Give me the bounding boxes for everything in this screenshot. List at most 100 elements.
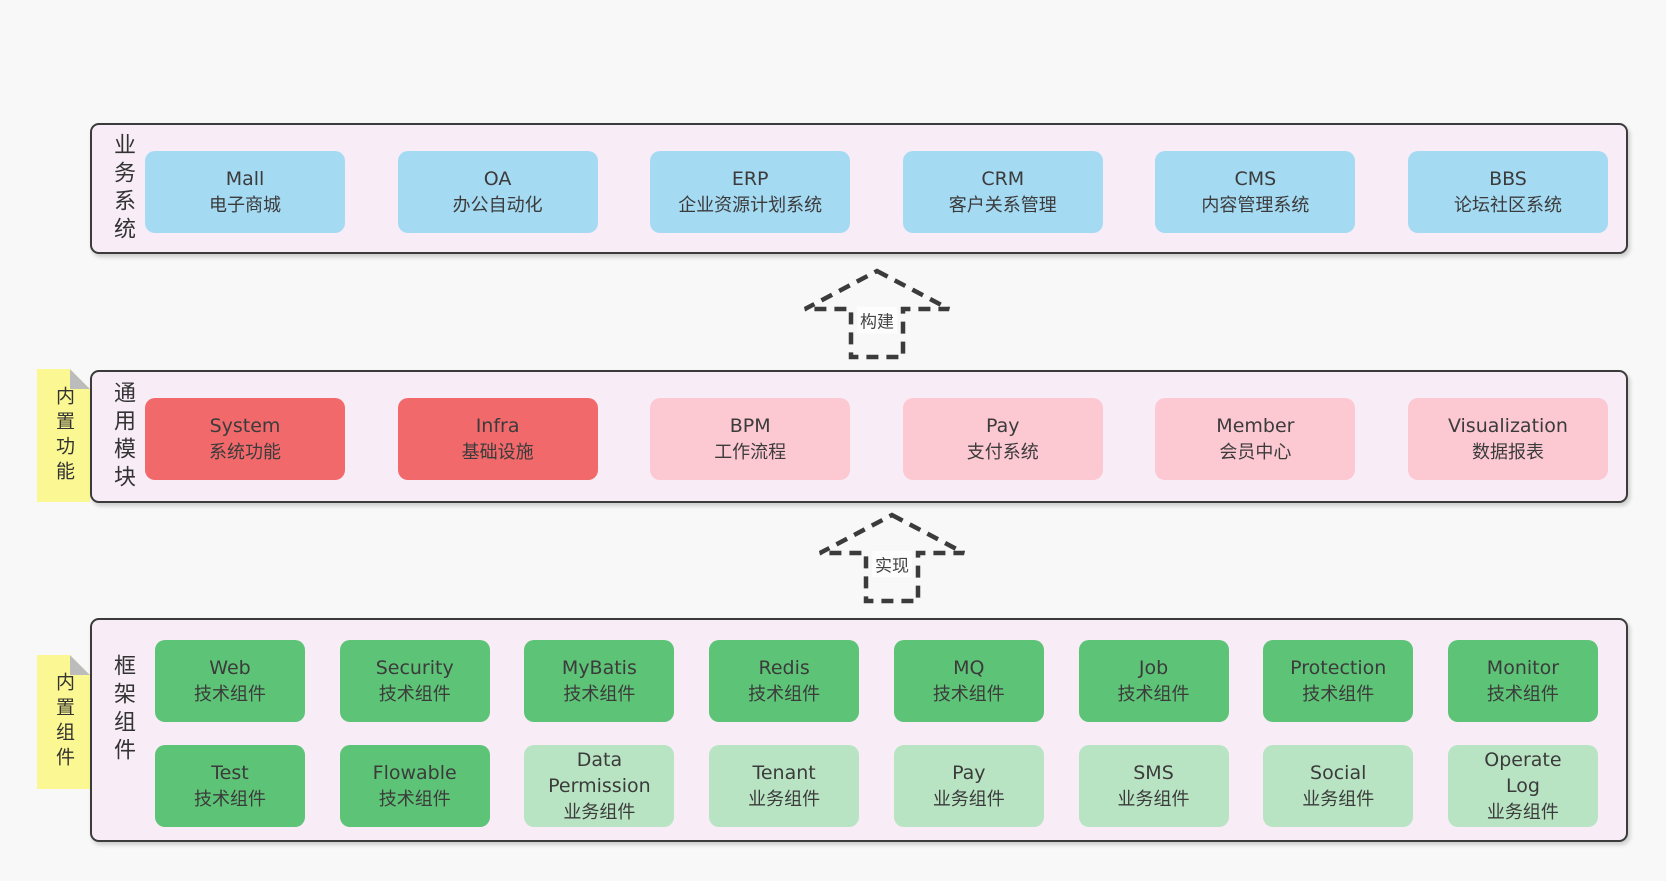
- sticky-fold-corner: [70, 369, 90, 389]
- business-panel-label: 业务系统: [105, 125, 139, 252]
- node-title: Monitor: [1486, 657, 1560, 680]
- diagram-node-oa: OA 办公自动化: [397, 151, 598, 233]
- dashed-up-arrow-icon: [818, 512, 966, 604]
- node-title: Social: [1310, 762, 1367, 785]
- diagram-node-system: System 系统功能: [145, 398, 345, 480]
- node-title: Visualization: [1447, 415, 1568, 438]
- node-subtitle: 基础设施: [461, 441, 534, 463]
- node-subtitle: 客户关系管理: [948, 194, 1057, 216]
- node-title: Redis: [758, 657, 810, 680]
- node-title: Mall: [225, 168, 265, 191]
- diagram-node-protection: Protection 技术组件: [1263, 640, 1414, 722]
- business-panel-label-text: 业务系统: [110, 132, 135, 245]
- dashed-up-arrow-icon: [803, 268, 951, 360]
- sticky-fold-corner: [70, 655, 90, 675]
- diagram-node-erp: ERP 企业资源计划系统: [650, 151, 851, 233]
- diagram-node-pay-component: Pay 业务组件: [893, 745, 1044, 827]
- node-subtitle: 技术组件: [194, 788, 266, 810]
- node-title: Pay: [952, 762, 986, 785]
- node-subtitle: 支付系统: [966, 441, 1039, 463]
- node-subtitle: 业务组件: [1117, 788, 1190, 810]
- diagram-node-social: Social 业务组件: [1263, 745, 1414, 827]
- framework-panel-label-text: 框架组件: [110, 654, 135, 766]
- node-title: CRM: [981, 168, 1025, 191]
- diagram-node-flowable: Flowable 技术组件: [339, 745, 490, 827]
- node-subtitle: 业务组件: [1302, 788, 1375, 810]
- node-subtitle: 业务组件: [1486, 802, 1559, 823]
- node-title: Flowable: [372, 762, 457, 785]
- business-systems-panel: 业务系统 Mall 电子商城 OA 办公自动化 ERP 企业资源计划系统 CRM…: [90, 123, 1628, 254]
- node-title: OA: [483, 168, 512, 191]
- node-subtitle: 技术组件: [563, 683, 636, 705]
- node-subtitle: 企业资源计划系统: [678, 194, 823, 216]
- diagram-node-mall: Mall 电子商城: [145, 151, 345, 233]
- node-title: Job: [1138, 657, 1169, 680]
- diagram-node-security: Security 技术组件: [339, 640, 490, 722]
- node-title: Data Permission: [548, 748, 651, 798]
- modules-panel-label: 通用模块: [105, 372, 139, 501]
- framework-box-row-2: Test 技术组件 Flowable 技术组件 Data Permission …: [155, 745, 1598, 827]
- diagram-node-bpm: BPM 工作流程: [650, 398, 851, 480]
- node-subtitle: 技术组件: [1302, 683, 1375, 705]
- node-title: Security: [375, 657, 454, 680]
- framework-box-row-1: Web 技术组件 Security 技术组件 MyBatis 技术组件 Redi…: [155, 640, 1598, 722]
- node-subtitle: 会员中心: [1219, 441, 1292, 463]
- node-subtitle: 业务组件: [748, 788, 821, 810]
- modules-box-row: System 系统功能 Infra 基础设施 BPM 工作流程 Pay 支付系统…: [145, 398, 1608, 480]
- build-arrow-label: 构建: [857, 306, 897, 334]
- node-title: Protection: [1290, 657, 1387, 680]
- node-title: CMS: [1234, 168, 1277, 191]
- diagram-node-pay-system: Pay 支付系统: [902, 398, 1103, 480]
- node-title: BPM: [729, 415, 771, 438]
- business-box-row: Mall 电子商城 OA 办公自动化 ERP 企业资源计划系统 CRM 客户关系…: [145, 151, 1608, 233]
- node-title: ERP: [731, 168, 769, 191]
- node-title: SMS: [1133, 762, 1174, 785]
- node-title: Member: [1216, 415, 1295, 438]
- node-subtitle: 业务组件: [563, 802, 636, 823]
- node-subtitle: 论坛社区系统: [1453, 194, 1562, 216]
- diagram-node-job: Job 技术组件: [1078, 640, 1229, 722]
- node-subtitle: 技术组件: [1117, 683, 1190, 705]
- node-subtitle: 技术组件: [748, 683, 821, 705]
- framework-components-panel: 框架组件 Web 技术组件 Security 技术组件 MyBatis 技术组件…: [90, 618, 1628, 842]
- diagram-node-mq: MQ 技术组件: [893, 640, 1044, 722]
- diagram-node-infra: Infra 基础设施: [397, 398, 598, 480]
- node-title: BBS: [1489, 168, 1527, 191]
- diagram-node-tenant: Tenant 业务组件: [709, 745, 860, 827]
- node-subtitle: 工作流程: [714, 441, 787, 463]
- sticky-text: 内置功能: [53, 385, 75, 486]
- node-title: Infra: [475, 415, 520, 438]
- diagram-node-bbs: BBS 论坛社区系统: [1407, 151, 1608, 233]
- node-subtitle: 办公自动化: [452, 194, 543, 216]
- node-subtitle: 系统功能: [209, 441, 281, 463]
- built-in-components-sticky: 内置组件: [37, 655, 90, 789]
- node-title: MQ: [953, 657, 985, 680]
- diagram-node-sms: SMS 业务组件: [1078, 745, 1229, 827]
- modules-panel-label-text: 通用模块: [110, 380, 135, 493]
- node-title: Pay: [986, 415, 1020, 438]
- implement-arrow: 实现: [817, 510, 967, 605]
- built-in-features-sticky: 内置功能: [37, 369, 90, 502]
- node-subtitle: 电子商城: [209, 194, 281, 216]
- diagram-node-operate-log: Operate Log 业务组件: [1447, 745, 1598, 827]
- node-subtitle: 技术组件: [1486, 683, 1559, 705]
- diagram-node-test: Test 技术组件: [155, 745, 305, 827]
- node-title: Web: [209, 657, 251, 680]
- diagram-node-visualization: Visualization 数据报表: [1407, 398, 1608, 480]
- build-arrow: 构建: [802, 266, 952, 361]
- sticky-text: 内置组件: [53, 672, 75, 772]
- node-title: Tenant: [752, 762, 816, 785]
- node-title: MyBatis: [561, 657, 637, 680]
- diagram-node-cms: CMS 内容管理系统: [1155, 151, 1356, 233]
- diagram-node-mybatis: MyBatis 技术组件: [524, 640, 675, 722]
- implement-arrow-label: 实现: [872, 550, 912, 578]
- diagram-node-monitor: Monitor 技术组件: [1447, 640, 1598, 722]
- node-title: Test: [211, 762, 249, 785]
- node-title: Operate Log: [1484, 748, 1562, 798]
- diagram-node-redis: Redis 技术组件: [709, 640, 860, 722]
- diagram-node-member: Member 会员中心: [1155, 398, 1356, 480]
- diagram-node-web: Web 技术组件: [155, 640, 305, 722]
- node-subtitle: 技术组件: [378, 788, 451, 810]
- node-subtitle: 技术组件: [378, 683, 451, 705]
- node-subtitle: 技术组件: [194, 683, 266, 705]
